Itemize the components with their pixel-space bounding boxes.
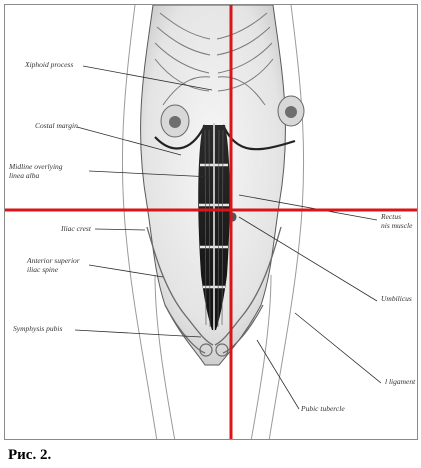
abdomen-illustration: [5, 5, 418, 440]
label-xiphoid-process: Xiphoid process: [25, 61, 73, 70]
label-symphysis-pubis: Symphysis pubis: [13, 325, 62, 334]
anatomy-figure: Xiphoid process Costal margin Midline ov…: [4, 4, 418, 440]
label-rectus-muscle: Rectus nis muscle: [381, 213, 412, 230]
label-iliac-crest: Iliac crest: [61, 225, 91, 234]
label-anterior-superior-iliac-spine: Anterior superior iliac spine: [27, 257, 80, 274]
figure-caption: Рис. 2.: [8, 447, 51, 464]
label-pubic-tubercle: Pubic tubercle: [301, 405, 345, 414]
label-umbilicus: Umbilicus: [381, 295, 412, 304]
label-midline-linea-alba: Midline overlying linea alba: [9, 163, 63, 180]
label-costal-margin: Costal margin: [35, 122, 78, 131]
label-ligament: l ligament: [385, 378, 415, 387]
